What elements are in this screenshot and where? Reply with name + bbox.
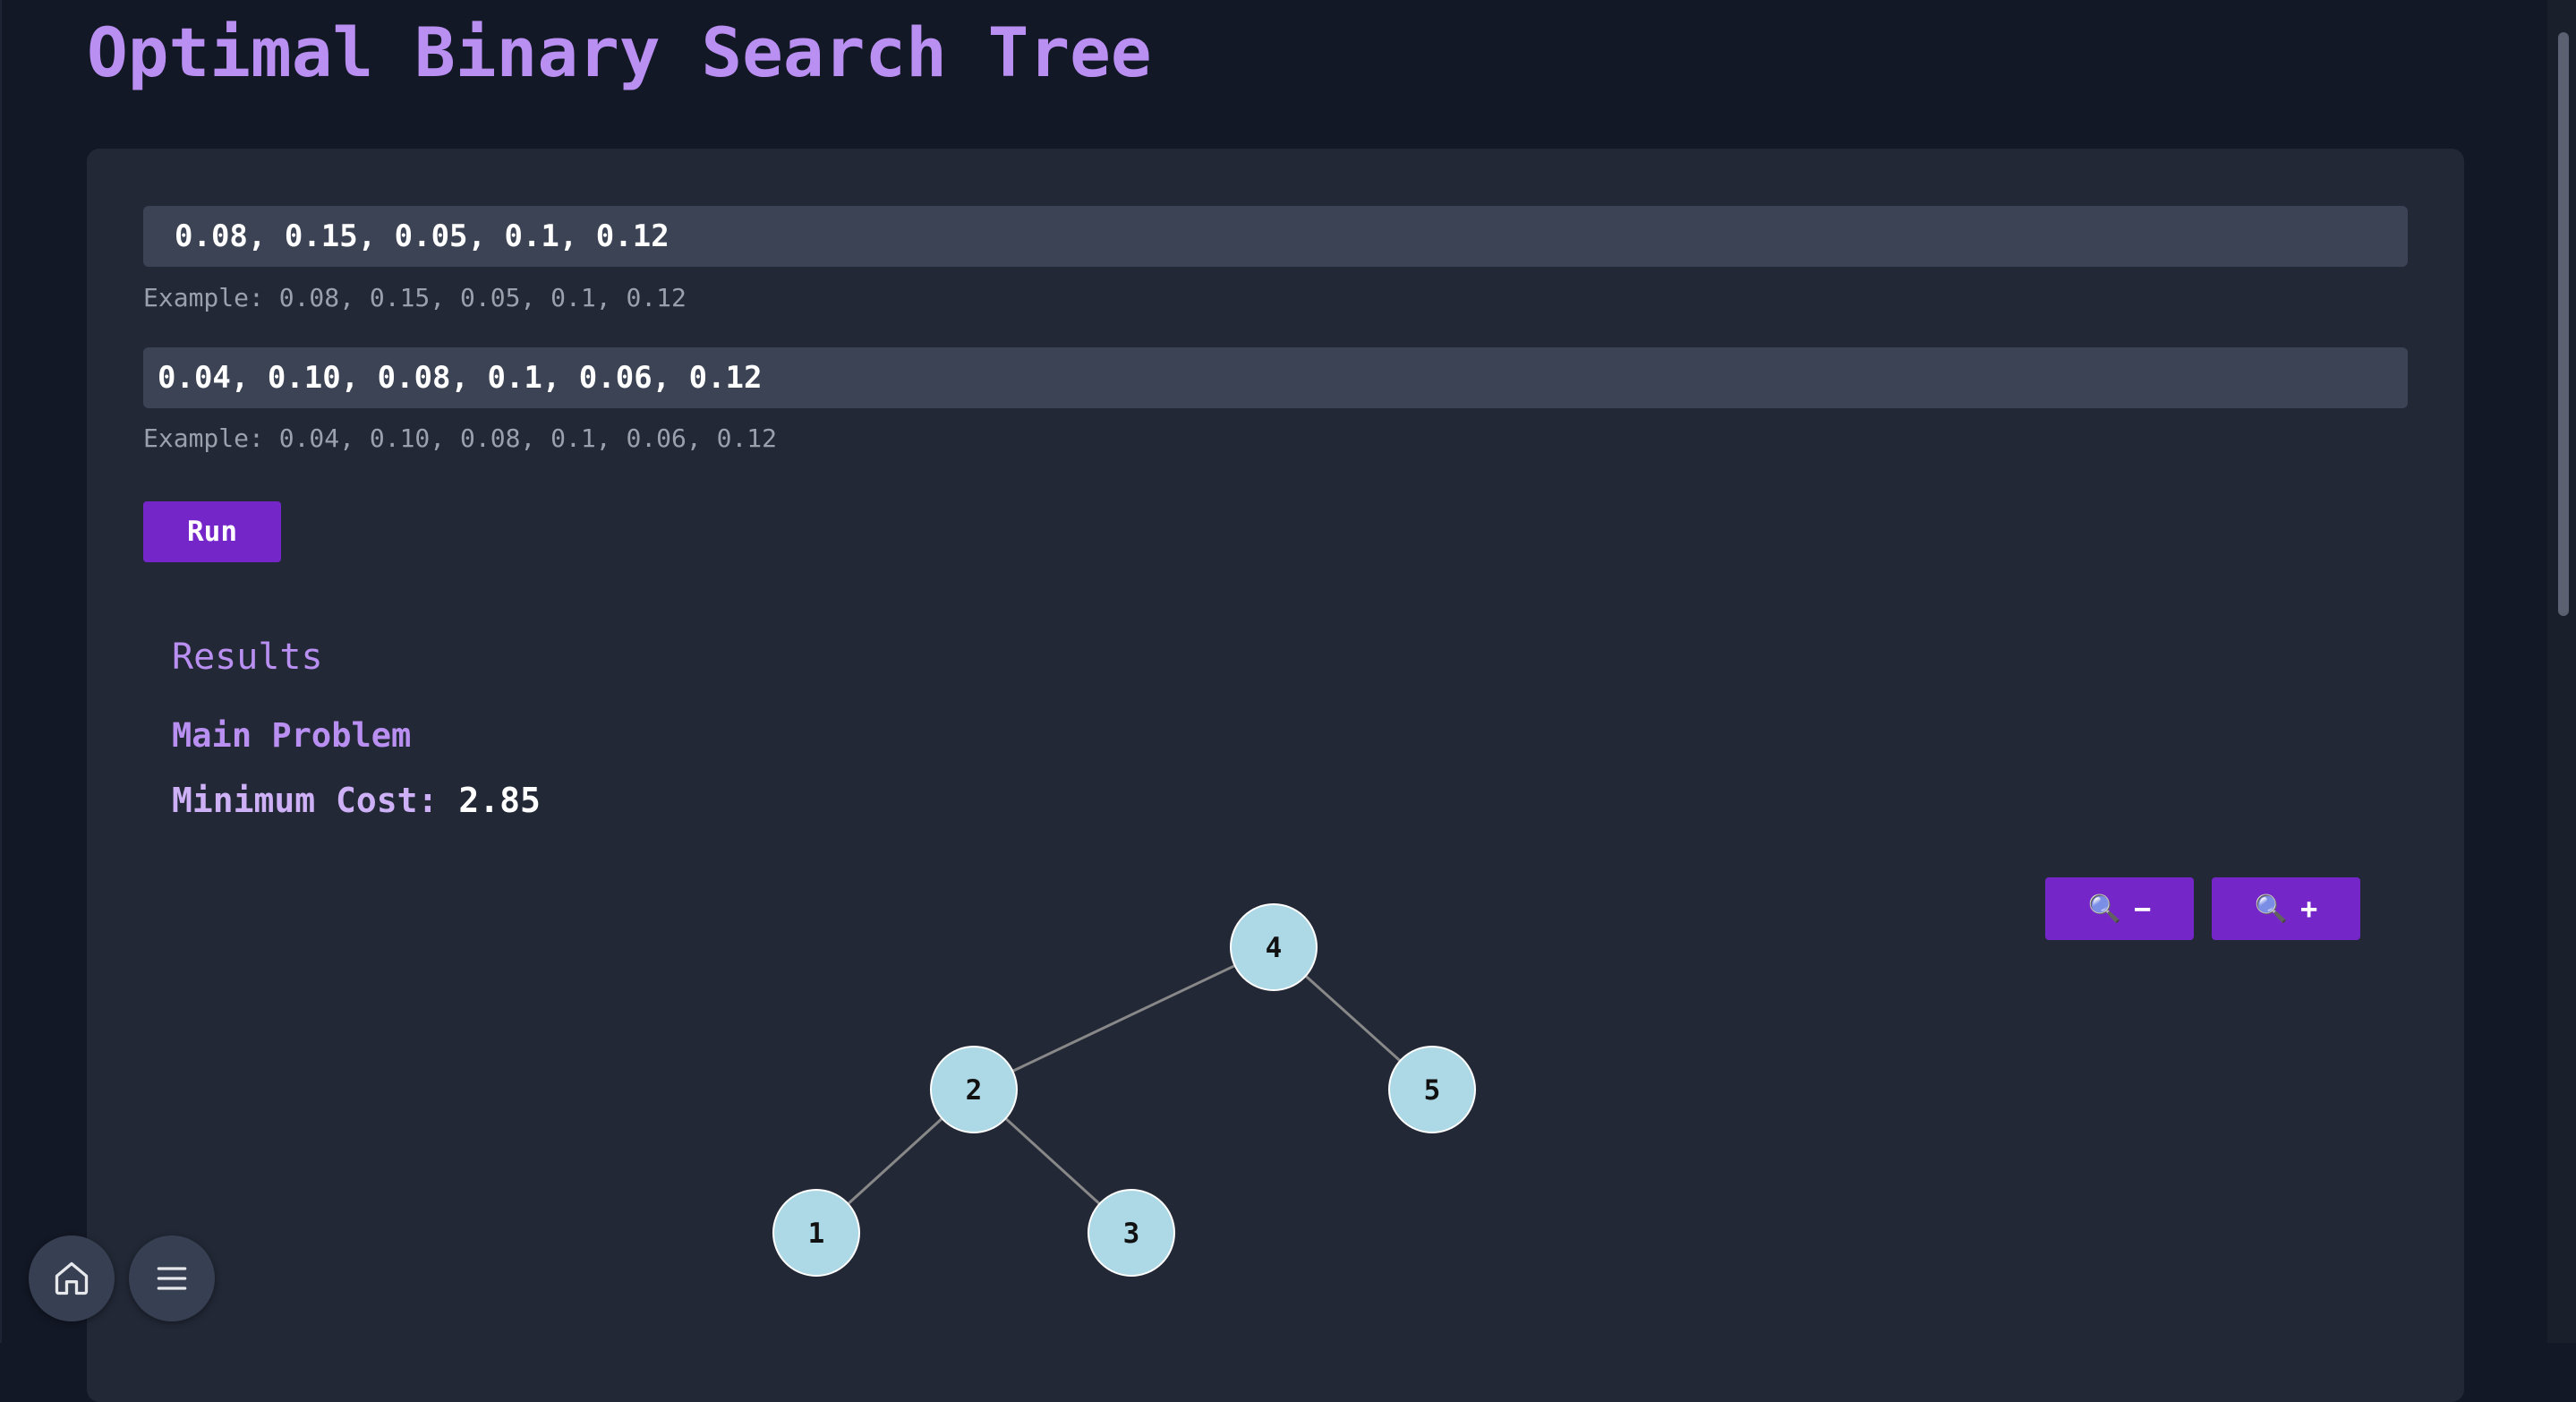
bst-tree-diagram: 4 2 5 1 3 [772,903,1476,1277]
tree-node-4: 4 [1230,903,1318,991]
results-heading: Results [172,637,323,678]
probabilities-hint: Example: 0.08, 0.15, 0.05, 0.1, 0.12 [143,283,687,312]
scrollbar-thumb[interactable] [2558,32,2569,616]
minimum-cost: Minimum Cost: 2.85 [172,781,541,820]
tree-node-label: 3 [1123,1218,1140,1250]
minimum-cost-label: Minimum Cost: [172,781,439,820]
tree-node-1: 1 [772,1189,860,1277]
zoom-out-label: − [2134,892,2152,926]
probabilities-input[interactable] [143,206,2408,267]
main-card: Example: 0.08, 0.15, 0.05, 0.1, 0.12 Exa… [87,149,2464,1402]
tree-node-circle [1088,1189,1175,1277]
dummy-probabilities-hint: Example: 0.04, 0.10, 0.08, 0.1, 0.06, 0.… [143,423,778,453]
menu-button[interactable] [129,1235,215,1321]
tree-node-5: 5 [1388,1046,1476,1133]
page-title: Optimal Binary Search Tree [87,13,1152,92]
tree-node-label: 1 [808,1218,825,1250]
magnifier-icon: 🔍 [2087,893,2122,925]
tree-node-label: 4 [1266,932,1283,964]
tree-node-3: 3 [1088,1189,1175,1277]
menu-icon [157,1267,187,1290]
home-button[interactable] [29,1235,115,1321]
main-problem-heading: Main Problem [172,716,412,755]
zoom-in-label: + [2300,892,2318,926]
tree-node-2: 2 [930,1046,1018,1133]
tree-node-label: 2 [966,1074,983,1107]
dummy-probabilities-input[interactable] [143,347,2408,408]
tree-node-circle [772,1189,860,1277]
tree-edge [973,945,1275,1091]
magnifier-icon: 🔍 [2254,893,2289,925]
run-button[interactable]: Run [143,501,281,562]
tree-node-circle [1388,1046,1476,1133]
left-edge [0,0,2,1343]
minimum-cost-value: 2.85 [458,781,541,820]
zoom-in-button[interactable]: 🔍 + [2212,877,2360,940]
tree-node-label: 5 [1424,1074,1441,1107]
tree-node-circle [930,1046,1018,1133]
zoom-out-button[interactable]: 🔍 − [2045,877,2194,940]
tree-node-circle [1230,903,1318,991]
home-icon [55,1261,89,1295]
